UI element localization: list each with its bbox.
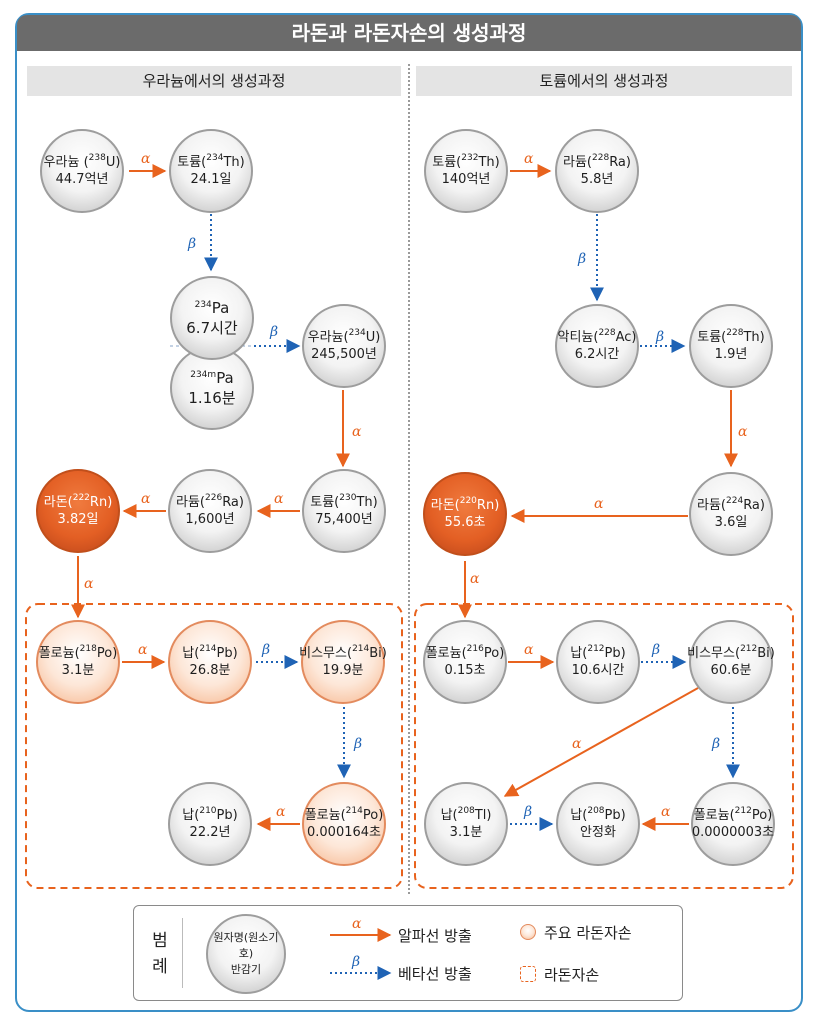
beta-label: β	[269, 324, 278, 340]
node-pa234m: 234mPa 1.16분	[170, 346, 254, 430]
alpha-label: α	[141, 151, 151, 167]
legend: 범 례 원자명(원소기호) 반감기 α β 알파선 방출 베타선 방출 주요 라…	[133, 905, 683, 1001]
legend-alpha-symbol: α	[352, 916, 362, 932]
node-pb210: 납(210Pb) 22.2년	[168, 782, 252, 866]
alpha-label: α	[141, 491, 151, 507]
section-divider	[408, 64, 410, 894]
alpha-label: α	[661, 804, 671, 820]
section-title-uranium: 우라늄에서의 생성과정	[27, 66, 401, 96]
node-ra228: 라듐(228Ra) 5.8년	[555, 129, 639, 213]
radon-progeny-group-thorium	[414, 603, 794, 889]
node-rn220: 라돈(220Rn) 55.6초	[423, 472, 507, 556]
node-rn222: 라돈(222Rn) 3.82일	[36, 469, 120, 553]
node-u234: 우라늄(234U) 245,500년	[302, 304, 386, 388]
node-bi214: 비스무스(214Bi) 19.9분	[299, 620, 387, 704]
alpha-label: α	[594, 496, 604, 512]
alpha-label: α	[274, 491, 284, 507]
alpha-label: α	[352, 424, 362, 440]
section-title-thorium: 토륨에서의 생성과정	[416, 66, 792, 96]
legend-group-label: 라돈자손	[544, 966, 600, 984]
node-po218: 폴로늄(218Po) 3.1분	[36, 620, 120, 704]
node-pb214: 납(214Pb) 26.8분	[168, 620, 252, 704]
diagram-title: 라돈과 라돈자손의 생성과정	[17, 15, 801, 51]
node-pb208: 납(208Pb) 안정화	[556, 782, 640, 866]
node-po214: 폴로늄(214Po) 0.000164초	[302, 782, 386, 866]
beta-label: β	[577, 251, 586, 267]
node-ra226: 라듐(226Ra) 1,600년	[168, 469, 252, 553]
node-ra224: 라듐(224Ra) 3.6일	[689, 472, 773, 556]
alpha-label: α	[572, 736, 582, 752]
legend-progeny-icon	[520, 924, 536, 940]
beta-label: β	[353, 736, 362, 752]
node-th234: 토륨(234Th) 24.1일	[169, 129, 253, 213]
alpha-label: α	[524, 642, 534, 658]
beta-label: β	[523, 804, 532, 820]
alpha-label: α	[84, 576, 94, 592]
beta-label: β	[711, 736, 720, 752]
legend-separator	[182, 918, 183, 988]
node-th230: 토륨(230Th) 75,400년	[302, 469, 386, 553]
legend-node-sample: 원자명(원소기호) 반감기	[206, 914, 286, 994]
alpha-label: α	[738, 424, 748, 440]
legend-alpha-label: 알파선 방출	[398, 927, 472, 945]
node-th228: 토륨(228Th) 1.9년	[689, 304, 773, 388]
alpha-label: α	[524, 151, 534, 167]
legend-progeny-label: 주요 라돈자손	[544, 924, 632, 942]
arrow-alpha-bi212-tl208	[503, 687, 699, 797]
node-u238: 우라늄 (238U) 44.7억년	[40, 129, 124, 213]
node-ac228: 악티늄(228Ac) 6.2시간	[555, 304, 639, 388]
legend-title: 범 례	[152, 931, 168, 977]
node-po212: 폴로늄(212Po) 0.0000003초	[691, 782, 775, 866]
beta-label: β	[261, 642, 270, 658]
beta-label: β	[651, 642, 660, 658]
alpha-label: α	[138, 642, 148, 658]
alpha-label: α	[276, 804, 286, 820]
beta-label: β	[655, 329, 664, 345]
node-pb212: 납(212Pb) 10.6시간	[556, 620, 640, 704]
beta-label: β	[187, 236, 196, 252]
node-bi212: 비스무스(212Bi) 60.6분	[687, 620, 775, 704]
legend-beta-symbol: β	[351, 954, 360, 970]
node-pa234: 234Pa 6.7시간	[170, 276, 254, 360]
node-tl208: 납(208Tl) 3.1분	[424, 782, 508, 866]
legend-beta-label: 베타선 방출	[398, 965, 472, 983]
node-po216: 폴로늄(216Po) 0.15초	[423, 620, 507, 704]
alpha-label: α	[470, 571, 480, 587]
legend-arrow-icons: α β	[330, 916, 392, 980]
node-th232: 토륨(232Th) 140억년	[424, 129, 508, 213]
legend-group-icon	[520, 966, 536, 982]
